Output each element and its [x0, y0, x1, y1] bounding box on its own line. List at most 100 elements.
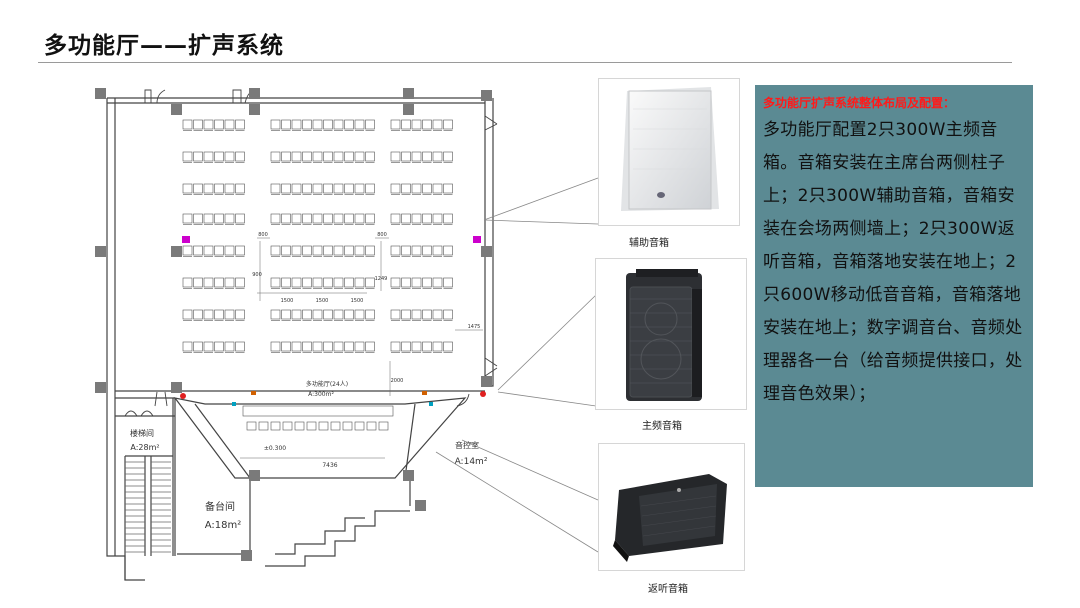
seat: [432, 119, 443, 130]
seat: [302, 277, 312, 288]
seat: [235, 309, 245, 320]
speaker-markers: [180, 236, 486, 406]
seat: [193, 183, 203, 194]
seat: [344, 341, 354, 352]
seat: [390, 245, 401, 256]
seat: [443, 341, 453, 352]
column: [171, 382, 182, 393]
seat: [333, 309, 344, 320]
seat: [432, 213, 443, 224]
stage-seat: [270, 421, 281, 431]
column: [249, 88, 260, 99]
seat: [281, 151, 291, 162]
seat: [365, 341, 375, 352]
seat: [354, 277, 365, 288]
seat: [323, 183, 333, 194]
prep-room-area: A:18m²: [205, 520, 242, 531]
seat: [235, 213, 245, 224]
seat: [323, 213, 333, 224]
seat: [281, 341, 291, 352]
seat: [291, 341, 302, 352]
monitor-speaker-caption: 返听音箱: [648, 584, 688, 595]
plan-doors: [124, 89, 498, 417]
seat: [354, 341, 365, 352]
seat: [354, 213, 365, 224]
seat: [365, 277, 375, 288]
seat: [270, 151, 281, 162]
seat: [312, 309, 323, 320]
aux-speaker-caption: 辅助音箱: [629, 238, 669, 249]
seat: [281, 213, 291, 224]
seat: [182, 245, 193, 256]
seat: [344, 183, 354, 194]
seat: [333, 277, 344, 288]
seat: [432, 245, 443, 256]
seat: [224, 341, 235, 352]
seat: [344, 309, 354, 320]
plan-text: 多功能厅(24人) A:300m² 楼梯间 A:28m² 备台间 A:18m² …: [130, 232, 488, 531]
floor-plan: 多功能厅(24人) A:300m² 楼梯间 A:28m² 备台间 A:18m² …: [85, 86, 525, 598]
dimension-lines: [240, 237, 483, 459]
seat: [401, 245, 411, 256]
seat: [302, 245, 312, 256]
seat: [411, 151, 422, 162]
seat: [193, 119, 203, 130]
seat: [323, 277, 333, 288]
seat: [411, 309, 422, 320]
seat: [235, 183, 245, 194]
column: [171, 246, 182, 257]
main-speaker-photo: [595, 258, 747, 410]
column: [481, 246, 492, 257]
seat: [354, 245, 365, 256]
stage-seat: [282, 421, 293, 431]
seat: [224, 119, 235, 130]
seat: [203, 151, 214, 162]
aux-speaker-right-marker: [473, 236, 481, 243]
seat: [235, 341, 245, 352]
stage-seat: [378, 421, 389, 431]
seat: [323, 341, 333, 352]
seat: [365, 183, 375, 194]
seat: [333, 213, 344, 224]
seat: [422, 309, 432, 320]
column: [403, 104, 414, 115]
seat: [193, 277, 203, 288]
seat: [281, 119, 291, 130]
stage-seat: [294, 421, 305, 431]
page-title: 多功能厅——扩声系统: [44, 33, 284, 59]
seat: [214, 341, 224, 352]
seat: [312, 341, 323, 352]
seat: [291, 213, 302, 224]
seat: [401, 277, 411, 288]
seat: [390, 277, 401, 288]
stage-elevation: ±0.300: [264, 445, 286, 452]
seat: [390, 309, 401, 320]
seat: [344, 119, 354, 130]
seat: [182, 213, 193, 224]
dim-row: 900: [252, 272, 262, 278]
seat: [281, 277, 291, 288]
audience-seats: [182, 119, 453, 353]
seat: [354, 151, 365, 162]
seat: [443, 119, 453, 130]
seat: [302, 341, 312, 352]
seat: [422, 277, 432, 288]
seat: [312, 213, 323, 224]
seat: [291, 151, 302, 162]
plan-walls: [106, 97, 494, 581]
seat: [411, 245, 422, 256]
seat: [302, 183, 312, 194]
seat: [401, 183, 411, 194]
seat: [214, 213, 224, 224]
seat: [214, 245, 224, 256]
seat: [411, 183, 422, 194]
control-room-area: A:14m²: [455, 457, 488, 467]
seat: [224, 183, 235, 194]
stage-seat: [318, 421, 329, 431]
stage-seats: [242, 405, 394, 431]
seat: [224, 277, 235, 288]
seat: [401, 151, 411, 162]
seat: [281, 309, 291, 320]
seat: [182, 277, 193, 288]
hall-area: A:300m²: [308, 391, 334, 398]
